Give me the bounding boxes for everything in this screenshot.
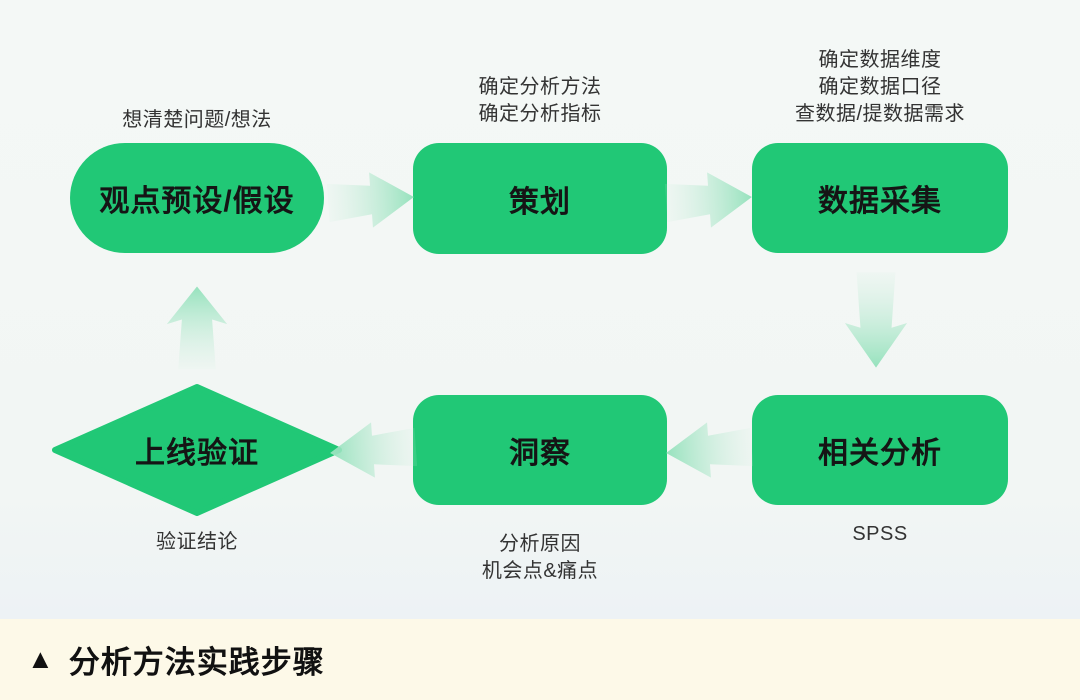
arrow-right-icon xyxy=(664,172,752,228)
node-correlation-analysis-label: 相关分析 xyxy=(818,437,942,470)
note-data-collection: 确定数据维度 确定数据口径 查数据/提数据需求 xyxy=(752,47,1008,128)
arrow-left-icon xyxy=(330,422,418,478)
footer-bar: ▲ 分析方法实践步骤 xyxy=(0,619,1080,700)
note-correlation-analysis: SPSS xyxy=(852,523,908,545)
node-hypothesis: 观点预设/假设 xyxy=(70,143,324,253)
node-planning-label: 策划 xyxy=(509,185,571,219)
note-hypothesis: 想清楚问题/想法 xyxy=(122,109,272,131)
triangle-marker-icon: ▲ xyxy=(27,644,55,674)
note-planning: 确定分析方法 确定分析指标 xyxy=(413,74,667,128)
note-line: 机会点&痛点 xyxy=(481,560,599,582)
note-insight: 分析原因 机会点&痛点 xyxy=(413,531,667,585)
node-correlation-analysis: 相关分析 xyxy=(752,395,1008,505)
note-line: 确定数据维度 xyxy=(818,49,942,71)
note-line: 分析原因 xyxy=(499,533,581,555)
note-line: 确定分析指标 xyxy=(478,103,602,125)
note-line: 确定分析方法 xyxy=(478,76,602,98)
arrow-left-icon xyxy=(666,422,754,478)
note-launch-validation: 验证结论 xyxy=(156,531,238,553)
node-insight: 洞察 xyxy=(413,395,667,505)
arrow-up-icon xyxy=(166,286,228,370)
page-title: 分析方法实践步骤 xyxy=(68,645,325,680)
note-line: 确定数据口径 xyxy=(818,76,942,98)
node-hypothesis-label: 观点预设/假设 xyxy=(99,185,295,218)
node-insight-label: 洞察 xyxy=(509,437,571,470)
diamond-shape xyxy=(52,384,342,516)
node-planning: 策划 xyxy=(413,143,667,254)
node-data-collection-label: 数据采集 xyxy=(818,185,942,218)
node-data-collection: 数据采集 xyxy=(752,143,1008,253)
arrow-right-icon xyxy=(326,172,414,228)
arrow-down-icon xyxy=(844,272,908,368)
note-line: 查数据/提数据需求 xyxy=(794,103,966,125)
node-launch-validation-label: 上线验证 xyxy=(135,437,259,470)
node-launch-validation: 上线验证 xyxy=(50,382,344,518)
